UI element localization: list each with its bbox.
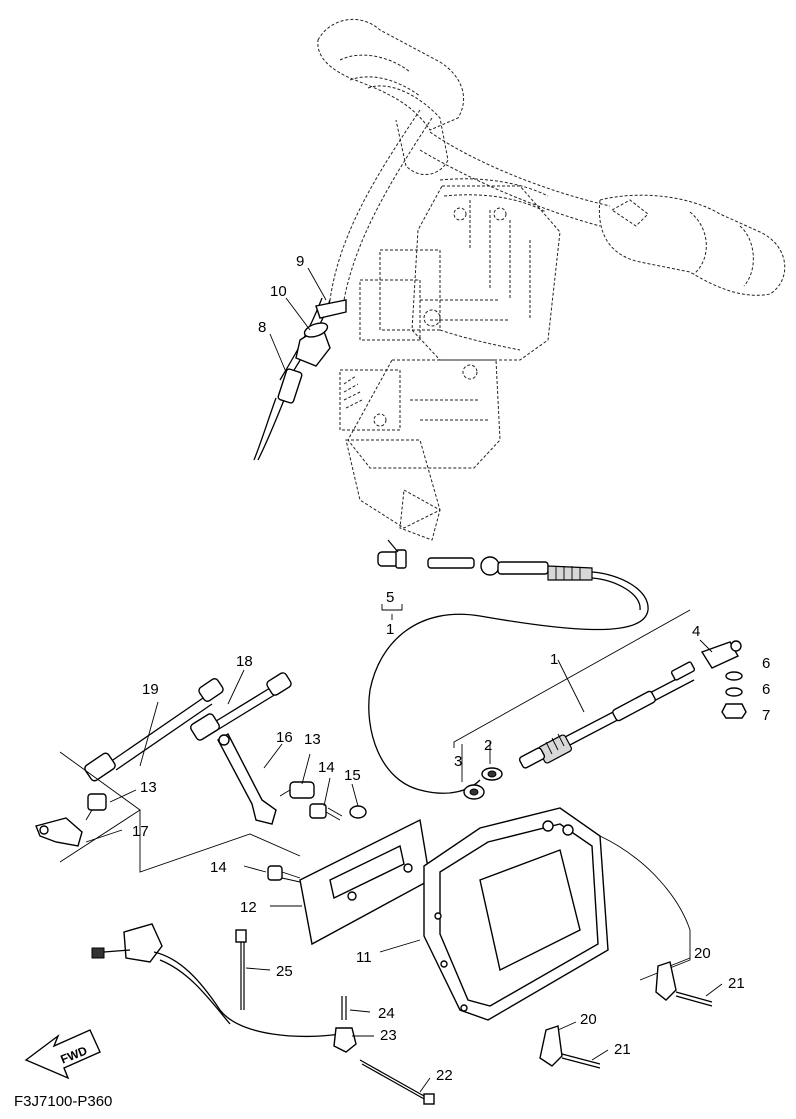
washer-6b bbox=[725, 687, 743, 697]
washer-6a bbox=[725, 671, 743, 681]
callout-6a: 6 bbox=[762, 655, 770, 672]
box-11 bbox=[423, 807, 691, 1021]
steering-assembly-ghost bbox=[317, 18, 786, 541]
callout-15: 15 bbox=[344, 767, 361, 784]
callout-22: 22 bbox=[436, 1067, 453, 1084]
bolt-14b bbox=[267, 865, 283, 881]
callout-19: 19 bbox=[142, 681, 159, 698]
callout-5: 5 bbox=[386, 589, 394, 606]
connector bbox=[123, 923, 163, 963]
cable-tie-25-head bbox=[235, 929, 247, 943]
callout-1-upper: 1 bbox=[550, 651, 558, 668]
callout-21a: 21 bbox=[728, 975, 745, 992]
clip-20b bbox=[539, 1025, 563, 1067]
callout-7: 7 bbox=[762, 707, 770, 724]
leader-lines bbox=[85, 267, 723, 1093]
figure-code: F3J7100-P360 bbox=[14, 1093, 112, 1110]
callout-8: 8 bbox=[258, 319, 266, 336]
link-arm-16 bbox=[217, 733, 277, 825]
callout-25: 25 bbox=[276, 963, 293, 980]
callout-10: 10 bbox=[270, 283, 287, 300]
cable-sleeve-8 bbox=[277, 368, 303, 404]
throttle-cable-upper bbox=[253, 297, 347, 461]
clip-20a bbox=[655, 961, 677, 1001]
throttle-cable-lower bbox=[368, 539, 649, 794]
cable-end-4 bbox=[700, 641, 739, 669]
cable-assembly-1 bbox=[463, 640, 747, 800]
callout-14b: 14 bbox=[210, 859, 227, 876]
callout-14a: 14 bbox=[318, 759, 335, 776]
plate-12 bbox=[267, 818, 431, 946]
bolt-13b bbox=[87, 793, 107, 811]
nut-7 bbox=[721, 703, 747, 719]
linkage-parts bbox=[35, 733, 367, 873]
callout-21b: 21 bbox=[614, 1041, 631, 1058]
rivet-21a bbox=[675, 991, 713, 1007]
rivet-21b bbox=[561, 1053, 601, 1069]
callout-9: 9 bbox=[296, 253, 304, 270]
bracket-17 bbox=[35, 817, 83, 847]
callout-3: 3 bbox=[454, 753, 462, 770]
callout-1-lower: 1 bbox=[386, 621, 394, 638]
callout-13a: 13 bbox=[304, 731, 321, 748]
callout-16: 16 bbox=[276, 729, 293, 746]
callout-4: 4 bbox=[692, 623, 700, 640]
callout-17: 17 bbox=[132, 823, 149, 840]
callout-2: 2 bbox=[484, 737, 492, 754]
harness-parts bbox=[91, 923, 713, 1105]
rods-18-19 bbox=[84, 672, 292, 782]
callout-11: 11 bbox=[356, 949, 372, 966]
callout-13b: 13 bbox=[140, 779, 157, 796]
callout-23: 23 bbox=[380, 1027, 397, 1044]
callout-6b: 6 bbox=[762, 681, 770, 698]
pin-24 bbox=[341, 996, 347, 1020]
cable-tie-9 bbox=[315, 299, 347, 319]
callout-20a: 20 bbox=[694, 945, 711, 962]
callout-24: 24 bbox=[378, 1005, 395, 1022]
cable-tie-22 bbox=[359, 1059, 427, 1101]
fwd-arrow-icon: FWD bbox=[24, 1029, 101, 1080]
callout-18: 18 bbox=[236, 653, 253, 670]
callout-20b: 20 bbox=[580, 1011, 597, 1028]
callout-12: 12 bbox=[240, 899, 257, 916]
clip-23 bbox=[333, 1027, 357, 1053]
callout-labels: 9 10 8 5 1 4 6 6 7 1 2 3 19 18 16 13 14 … bbox=[132, 253, 770, 1084]
bolt-13a bbox=[289, 781, 315, 799]
bolt-14a bbox=[309, 803, 327, 819]
washer-15 bbox=[349, 805, 367, 819]
